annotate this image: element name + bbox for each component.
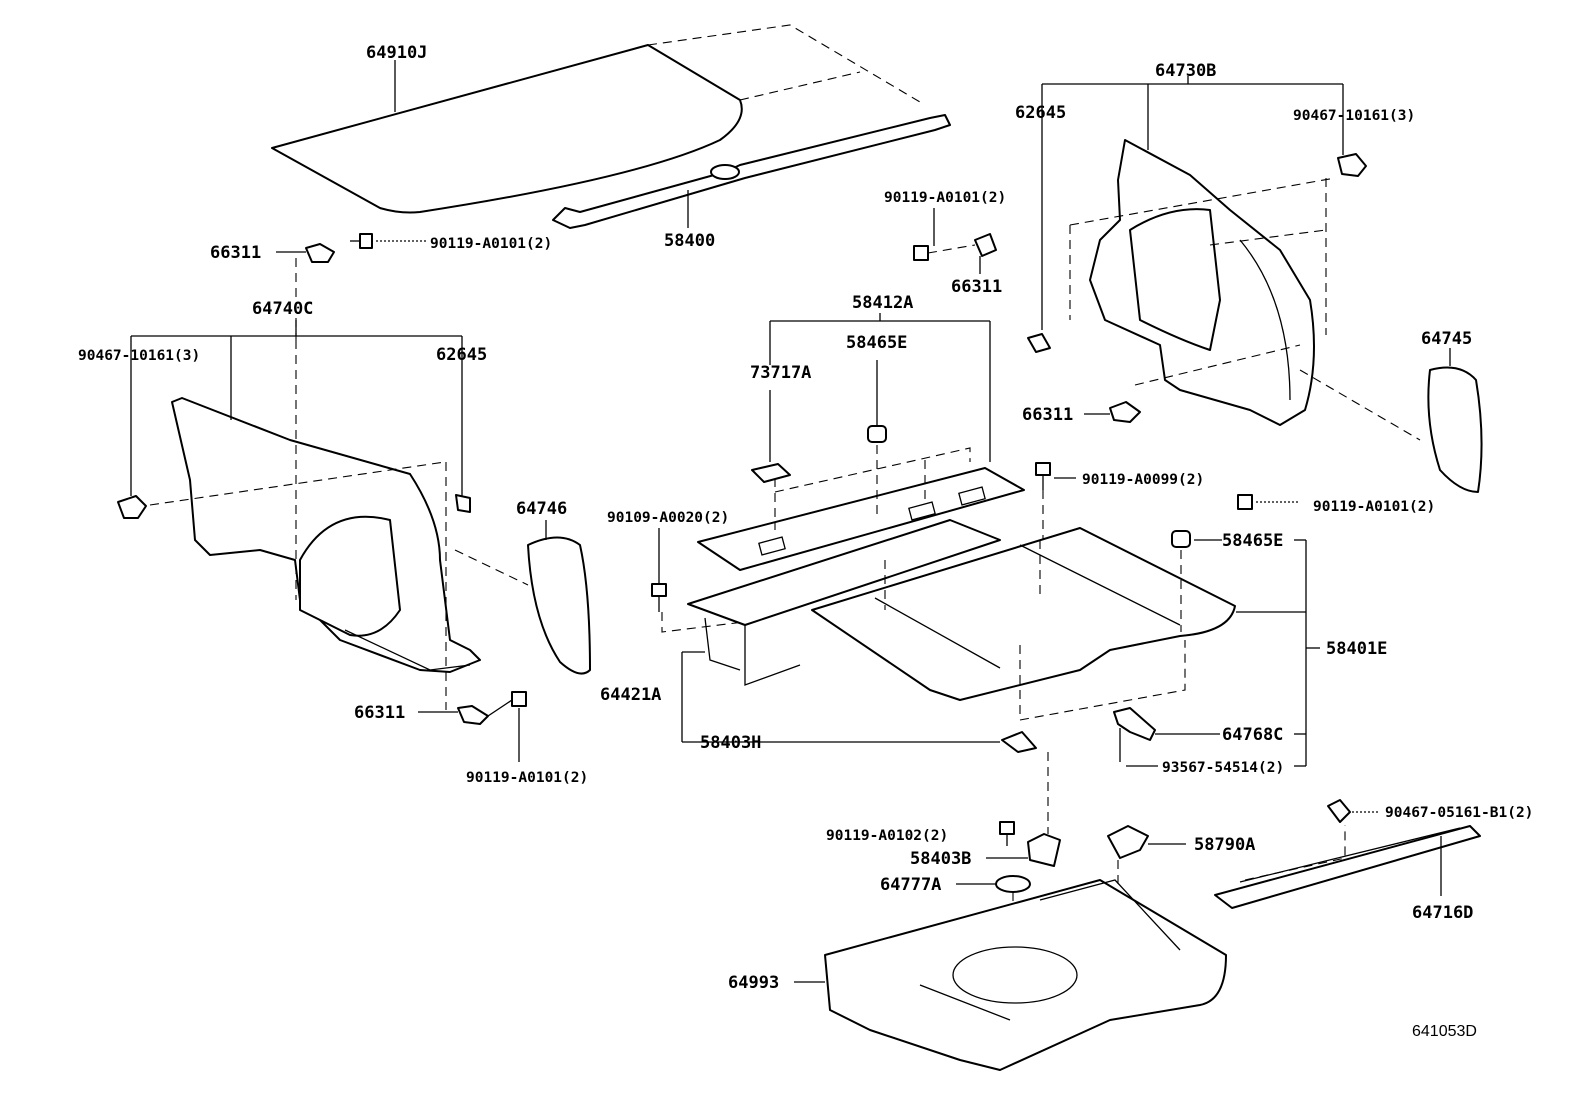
label-58465E-right: 58465E — [1222, 531, 1283, 551]
label-90467-10161-left: 90467-10161(3) — [78, 348, 200, 364]
bolt-90119-top-right — [913, 208, 976, 261]
label-90119-A0101-top-left: 90119-A0101(2) — [430, 236, 552, 252]
label-58403H: 58403H — [700, 733, 761, 753]
clip-66311-top-left — [276, 243, 335, 340]
label-66311-mid-right: 66311 — [1022, 405, 1073, 425]
label-58790A: 58790A — [1194, 835, 1255, 855]
label-66311-top-left: 66311 — [210, 243, 261, 263]
bolt-90119-top-left — [350, 233, 428, 249]
part-58412A-shape — [697, 313, 1025, 571]
diagram-code: 641053D — [1412, 1023, 1477, 1040]
bolt-90119-A0099 — [1035, 462, 1076, 540]
part-58790A-shape — [1107, 825, 1186, 900]
part-58465E-top-shape — [867, 360, 887, 520]
bolt-90119-A0102 — [999, 821, 1015, 846]
part-64740C-shape — [130, 320, 481, 673]
part-64421A-shape — [681, 519, 1001, 743]
label-66311-top-right: 66311 — [951, 277, 1002, 297]
clip-66311-top-right — [974, 233, 997, 274]
part-73717A-shape — [751, 463, 791, 483]
label-90119-A0101-mid-right: 90119-A0101(2) — [1313, 499, 1435, 515]
part-64993-shape — [794, 879, 1227, 1071]
clip-90467-left — [117, 495, 147, 519]
part-64768C-shape — [1113, 707, 1220, 767]
part-58403H-shape — [1001, 731, 1037, 753]
label-90467-05161-B1: 90467-05161-B1(2) — [1385, 805, 1533, 821]
label-58400: 58400 — [664, 231, 715, 251]
label-73717A: 73717A — [750, 363, 811, 383]
part-64745-shape — [1427, 348, 1483, 493]
part-58400-shape — [552, 114, 951, 229]
clip-90467-right — [1337, 153, 1367, 177]
part-64716D-shape — [1214, 825, 1481, 909]
label-64993: 64993 — [728, 973, 779, 993]
label-64777A: 64777A — [880, 875, 941, 895]
screw-90109 — [651, 528, 761, 633]
bolt-90119-bottom-left — [487, 691, 527, 762]
part-64730B-shape — [1041, 76, 1421, 441]
label-64740C: 64740C — [252, 299, 313, 319]
label-58465E-top: 58465E — [846, 333, 907, 353]
label-90467-10161-right: 90467-10161(3) — [1293, 108, 1415, 124]
label-66311-bottom-left: 66311 — [354, 703, 405, 723]
label-58401E: 58401E — [1326, 639, 1387, 659]
clip-62645-left — [445, 462, 471, 710]
clip-62645-right — [1027, 333, 1051, 353]
label-64745: 64745 — [1421, 329, 1472, 349]
clip-66311-bottom-left — [418, 705, 489, 725]
label-90119-A0099: 90119-A0099(2) — [1082, 472, 1204, 488]
label-64716D: 64716D — [1412, 903, 1473, 923]
label-90109-A0020: 90109-A0020(2) — [607, 510, 729, 526]
label-58412A: 58412A — [852, 293, 913, 313]
clip-66311-mid-right — [1084, 401, 1141, 423]
part-64910J-shape — [271, 24, 921, 214]
part-64746-shape — [454, 520, 591, 675]
label-58403B: 58403B — [910, 849, 971, 869]
clip-90467-05161 — [1327, 799, 1380, 823]
label-64421A: 64421A — [600, 685, 661, 705]
label-62645-left: 62645 — [436, 345, 487, 365]
part-58465E-right-shape — [1171, 530, 1222, 632]
label-64730B: 64730B — [1155, 61, 1216, 81]
label-90119-A0102: 90119-A0102(2) — [826, 828, 948, 844]
bolt-90119-mid-right — [1237, 494, 1298, 510]
label-64746: 64746 — [516, 499, 567, 519]
label-64910J: 64910J — [366, 43, 427, 63]
label-90119-A0101-bottom-left: 90119-A0101(2) — [466, 770, 588, 786]
part-58403B-shape — [986, 752, 1061, 867]
label-64768C: 64768C — [1222, 725, 1283, 745]
part-58401E-shape — [811, 527, 1320, 767]
label-62645-right: 62645 — [1015, 103, 1066, 123]
label-90119-A0101-top-right: 90119-A0101(2) — [884, 190, 1006, 206]
label-93567-54514: 93567-54514(2) — [1162, 760, 1284, 776]
